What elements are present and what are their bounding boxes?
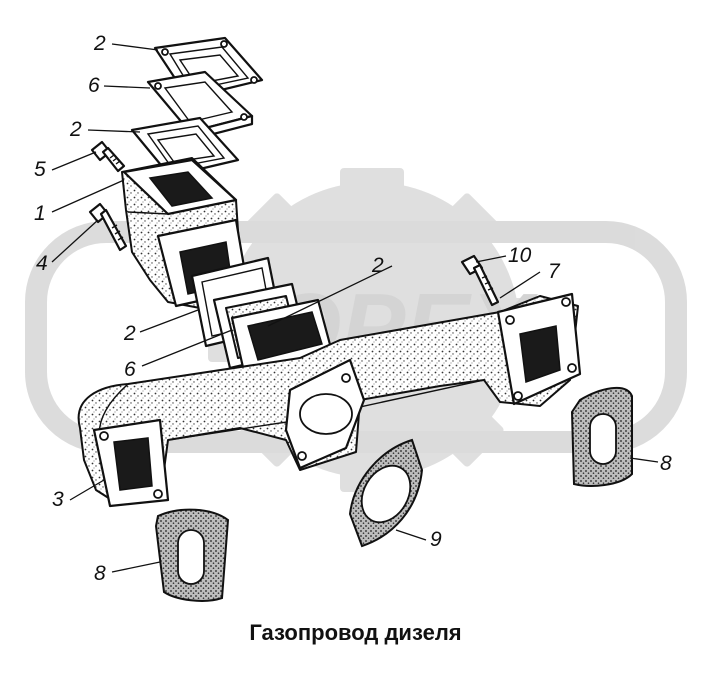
diagram-caption: Газопровод дизеля bbox=[249, 620, 462, 645]
callout-2-right: 2 bbox=[371, 254, 384, 277]
callout-3: 3 bbox=[52, 488, 64, 511]
part-side-gaskets bbox=[190, 256, 334, 374]
callout-6-top: 6 bbox=[88, 74, 100, 97]
callout-5: 5 bbox=[34, 158, 46, 181]
callout-8-left: 8 bbox=[94, 562, 106, 585]
part-gasket-mid bbox=[130, 116, 240, 178]
callout-9: 9 bbox=[430, 528, 442, 551]
part-gasket-9 bbox=[348, 438, 424, 548]
part-bolt-5 bbox=[90, 140, 126, 173]
part-gasket-8-left bbox=[154, 508, 230, 602]
callout-7: 7 bbox=[548, 260, 561, 283]
part-gasket-8-right bbox=[570, 386, 633, 487]
callout-2-side: 2 bbox=[123, 322, 136, 345]
callout-10: 10 bbox=[508, 244, 532, 267]
part-manifold bbox=[77, 292, 582, 508]
part-bolt-4 bbox=[88, 202, 128, 252]
callout-4: 4 bbox=[36, 252, 48, 275]
callout-1: 1 bbox=[34, 202, 46, 225]
callout-2-top: 2 bbox=[93, 32, 106, 55]
callout-8-right: 8 bbox=[660, 452, 672, 475]
leader-lines bbox=[51, 43, 659, 573]
callout-6-side: 6 bbox=[124, 358, 136, 381]
callout-2-mid: 2 bbox=[69, 118, 82, 141]
part-bolt-10 bbox=[460, 254, 500, 307]
